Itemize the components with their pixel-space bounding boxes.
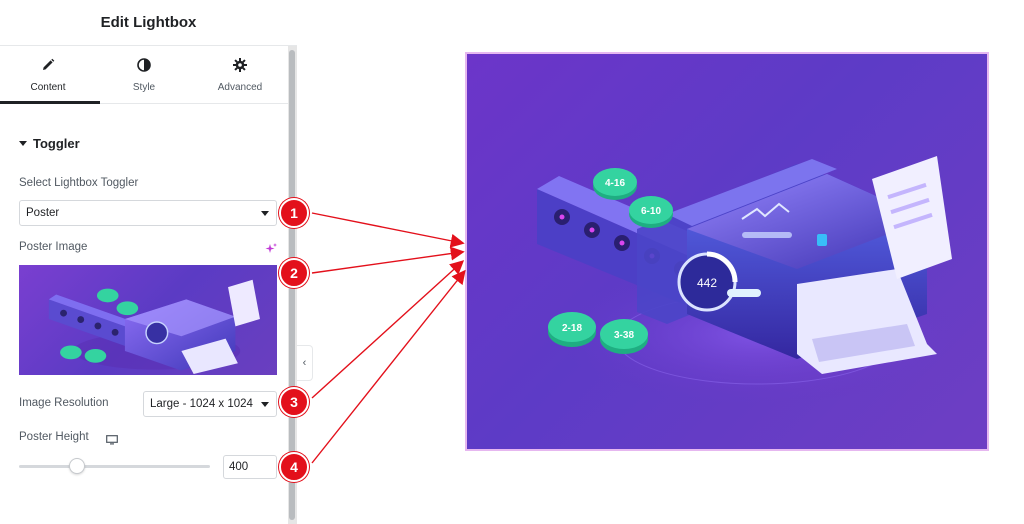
image-resolution-select[interactable]: Large - 1024 x 1024 [143,391,277,417]
active-tab-indicator [0,101,100,104]
arrow-4 [311,269,466,464]
panel-header: Edit Lightbox [0,0,297,46]
chip-text: 2-18 [562,323,582,334]
desktop-monitor-icon[interactable] [106,432,118,445]
image-resolution-label: Image Resolution [19,397,109,409]
image-resolution-value: Large - 1024 x 1024 [150,398,253,410]
tab-style-label: Style [132,82,156,93]
poster-height-slider[interactable] [19,465,210,468]
callout-badge-2: 2 [279,258,309,288]
callout-badge-4: 4 [279,452,309,482]
toggler-select-value: Poster [26,207,60,219]
section-toggler[interactable]: Toggler [19,136,80,151]
poster-image-preview[interactable] [19,265,277,375]
toggler-select[interactable]: Poster [19,200,277,226]
section-title: Toggler [33,136,80,151]
tab-content-label: Content [30,82,66,93]
panel-tabs: Content Style Advanced [0,46,288,104]
callout-badge-1: 1 [279,198,309,228]
poster-image-label: Poster Image [19,241,88,253]
dial-text: 442 [697,276,717,290]
caret-down-icon [19,141,27,146]
chip-text: 4-16 [605,178,625,189]
tab-content[interactable]: Content [0,46,96,104]
half-circle-icon [96,58,192,74]
collapse-panel-button[interactable]: ‹ [297,345,313,381]
panel-title: Edit Lightbox [100,14,197,31]
callout-badge-3: 3 [279,387,309,417]
gear-icon [192,58,288,74]
chevron-down-icon [261,402,269,407]
tab-advanced-label: Advanced [217,82,263,93]
chevron-down-icon [261,211,269,216]
ai-sparkle-icon[interactable] [265,242,277,254]
chip-text: 3-38 [614,330,634,341]
arrow-2 [311,246,465,274]
pencil-icon [0,58,96,74]
tab-style[interactable]: Style [96,46,192,104]
chip-text: 6-10 [641,206,661,217]
poster-height-input[interactable]: 400 [223,455,277,479]
tab-advanced[interactable]: Advanced [192,46,288,104]
editor-panel: Edit Lightbox Content Style Advanced Tog… [0,0,297,524]
slider-handle[interactable] [69,458,85,474]
arrow-1 [311,212,465,248]
toggler-label: Select Lightbox Toggler [19,177,139,189]
arrow-3 [311,260,465,399]
lightbox-poster-image[interactable]: 442 4-16 6-10 2-18 3-38 [465,52,989,451]
chevron-left-icon: ‹ [302,357,307,369]
poster-height-label: Poster Height [19,431,89,443]
